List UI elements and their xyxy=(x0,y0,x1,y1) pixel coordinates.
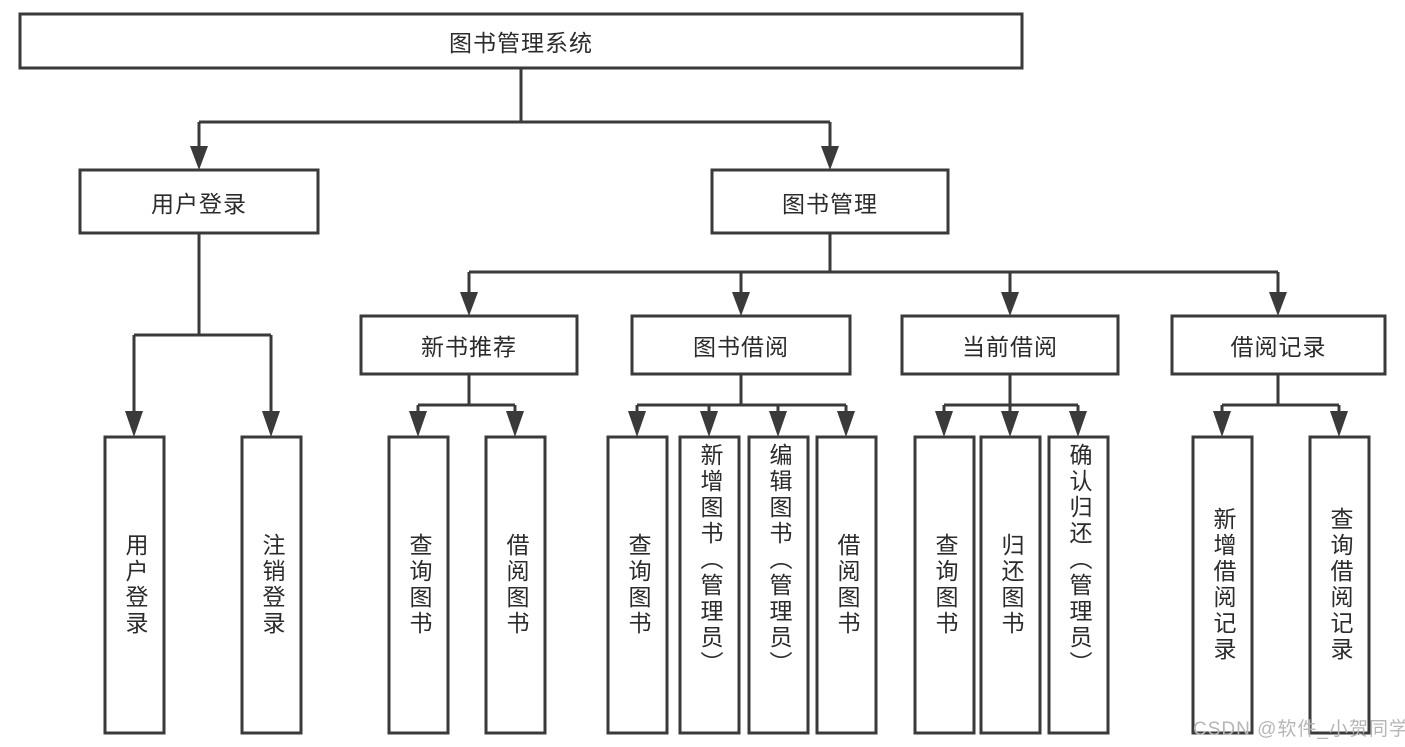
node-leaf-query-book-b[interactable] xyxy=(606,435,669,735)
node-leaf-query-book-c[interactable] xyxy=(913,435,976,735)
arrowhead-leaf-query-book-a xyxy=(409,411,427,437)
arrowhead-leaf-query-record xyxy=(1330,411,1348,437)
connector-book-mgmt-fanout xyxy=(467,233,1280,296)
arrowhead-to-borrow-record xyxy=(1269,292,1287,316)
node-leaf-query-book-a[interactable] xyxy=(387,435,450,735)
arrowhead-leaf-query-book-c xyxy=(935,411,953,437)
node-book-management[interactable] xyxy=(710,168,950,235)
node-leaf-confirm-return[interactable] xyxy=(1047,435,1110,735)
arrowhead-leaf-borrow-book-b xyxy=(837,411,855,437)
node-borrowing-record[interactable] xyxy=(1170,314,1387,376)
arrowhead-leaf-add-book xyxy=(700,411,718,437)
arrowhead-leaf-add-record xyxy=(1213,411,1231,437)
connector-borrow-record-fanout xyxy=(1220,374,1341,415)
arrowhead-to-book-borrow xyxy=(732,292,750,316)
arrowhead-to-user-login xyxy=(190,146,208,170)
node-leaf-add-book[interactable] xyxy=(678,435,741,735)
connector-root-to-level2 xyxy=(197,68,832,150)
node-book-borrowing[interactable] xyxy=(630,314,852,376)
arrowhead-leaf-borrow-book-a xyxy=(506,411,524,437)
connector-new-book-rec-fanout xyxy=(416,374,517,415)
arrowhead-to-book-mgmt xyxy=(821,146,839,170)
node-leaf-return-book[interactable] xyxy=(979,435,1042,735)
arrowhead-to-new-book-rec xyxy=(460,292,478,316)
connector-user-login-fanout xyxy=(132,233,273,415)
connector-book-borrow-fanout xyxy=(635,374,848,415)
arrowhead-leaf-logout xyxy=(262,411,280,437)
node-leaf-edit-book[interactable] xyxy=(747,435,810,735)
node-new-book-recommendation[interactable] xyxy=(359,314,579,376)
arrowhead-to-current-borrow xyxy=(1001,292,1019,316)
watermark-text: CSDN @软件_小贺同学 xyxy=(1193,719,1405,740)
node-leaf-user-login[interactable] xyxy=(103,435,166,735)
connector-current-borrow-fanout xyxy=(942,374,1080,415)
arrowhead-leaf-confirm-return xyxy=(1069,411,1087,437)
arrowhead-leaf-return-book xyxy=(1001,411,1019,437)
arrowhead-leaf-edit-book xyxy=(769,411,787,437)
node-leaf-query-record[interactable] xyxy=(1308,435,1371,735)
node-root[interactable] xyxy=(18,12,1024,70)
node-current-borrowing[interactable] xyxy=(900,314,1120,376)
node-leaf-add-record[interactable] xyxy=(1191,435,1254,735)
arrowhead-leaf-query-book-b xyxy=(628,411,646,437)
arrowhead-leaf-user-login xyxy=(125,411,143,437)
node-user-login[interactable] xyxy=(78,168,320,235)
node-leaf-borrow-book-b[interactable] xyxy=(815,435,878,735)
node-leaf-logout[interactable] xyxy=(240,435,303,735)
node-leaf-borrow-book-a[interactable] xyxy=(484,435,547,735)
